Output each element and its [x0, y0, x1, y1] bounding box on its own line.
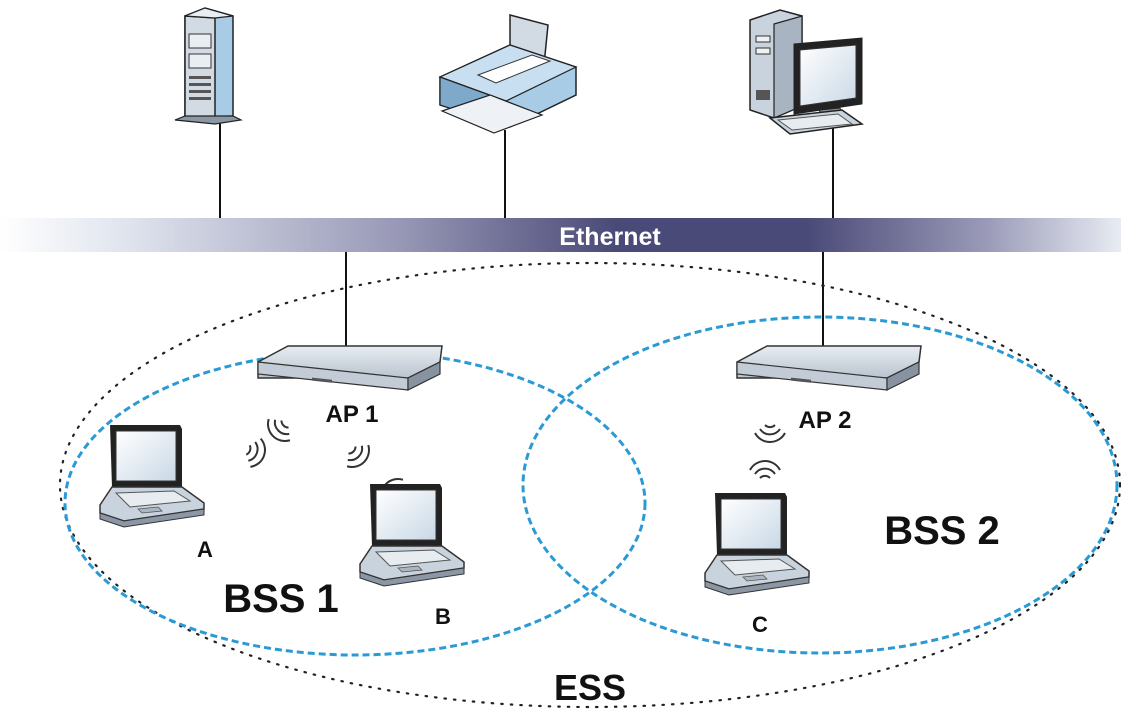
station-b-label: B — [435, 604, 451, 629]
laptop-icon — [359, 483, 465, 587]
wireless-signal-icon — [241, 434, 271, 471]
laptop-icon — [99, 424, 205, 528]
ethernet-bus: Ethernet — [0, 218, 1121, 252]
station-a-label: A — [197, 537, 213, 562]
ethernet-label: Ethernet — [559, 223, 661, 251]
wireless-signal-icon — [340, 438, 376, 474]
wireless-signal-icon — [754, 424, 786, 443]
ap-2-label: AP 2 — [799, 407, 852, 434]
bss-1-boundary — [63, 349, 647, 657]
ess-label: ESS — [554, 667, 626, 708]
bss-2-label: BSS 2 — [884, 509, 1000, 553]
wireless-signal-icon — [749, 460, 781, 479]
printer-icon — [438, 14, 578, 134]
station-c-label: C — [752, 612, 768, 637]
laptop-icon — [704, 492, 810, 596]
desktop-computer-icon — [749, 9, 864, 135]
ap-1-label: AP 1 — [326, 401, 379, 428]
wireless-signal-icon — [261, 412, 297, 448]
connection-lines — [219, 122, 834, 352]
ess-boundary — [59, 261, 1121, 709]
access-point-icon — [736, 345, 922, 391]
bss-2-boundary — [521, 315, 1119, 655]
access-point-icon — [257, 345, 443, 391]
server-icon — [174, 7, 243, 125]
bss-1-label: BSS 1 — [223, 577, 339, 621]
